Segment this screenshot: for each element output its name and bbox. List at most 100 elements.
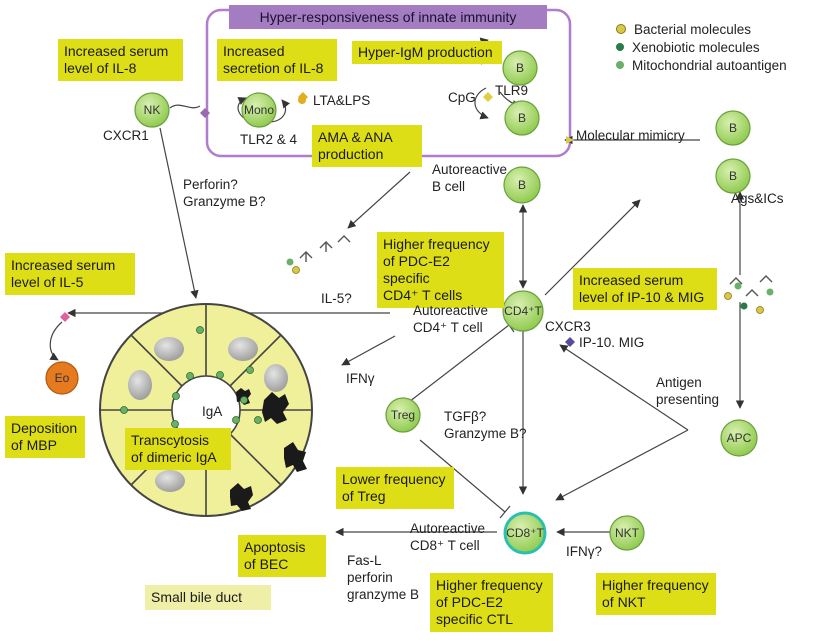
box-il5-serum: Increased serum level of IL-5 — [5, 253, 135, 295]
box-nkt-high: Higher frequency of NKT — [596, 573, 716, 615]
inhibit-cd4-treg — [404, 324, 510, 406]
label-iga: IgA — [202, 404, 223, 419]
box-mbp: Deposition of MBP — [5, 416, 85, 458]
legend-mito: Mitochondrial autoantigen — [616, 58, 787, 73]
box-ip10-mig: Increased serum level of IP-10 & MIG — [573, 268, 717, 310]
treg-cell: Treg — [385, 397, 421, 433]
box-il8-secretion: Increased secretion of IL-8 — [217, 39, 337, 81]
label-fasl-perforin: Fas-L perforin granzyme B — [347, 553, 420, 602]
cpg-molecule — [483, 92, 493, 102]
label-cxcr3: CXCR3 — [545, 319, 591, 334]
b-cell-top: B — [502, 50, 538, 86]
mimicry-arrowhead-decoration — [566, 136, 574, 144]
box-ama-ana: AMA & ANA production — [312, 125, 422, 167]
label-il5-q: IL-5? — [321, 291, 352, 306]
eosinophil-cell: Eo — [45, 361, 79, 395]
label-tgfb-granzyme: TGFβ? Granzyme B? — [444, 409, 527, 441]
label-autoreactive-cd4: Autoreactive CD4⁺ T cell — [413, 303, 489, 335]
apc-cell-body — [720, 419, 758, 457]
b-cell-mid-label: B — [518, 111, 526, 125]
box-il8-serum: Increased serum level of IL-8 — [58, 39, 183, 81]
b-cell-mid-body — [504, 100, 540, 136]
arrow-apc-to-cd4 — [559, 344, 689, 431]
nk-cell: NK — [134, 92, 170, 128]
inhibit-treg-cd8-bar — [499, 505, 511, 519]
label-molecular-mimicry: Molecular mimicry — [576, 128, 685, 143]
arrow-nk-to-duct — [159, 127, 199, 299]
box-pdc-ctl: Higher frequency of PDC-E2 specific CTL — [430, 573, 553, 632]
b-cell-right-2-label: B — [729, 169, 737, 183]
nk-cell-label: NK — [144, 103, 161, 117]
label-tlr9: TLR9 — [495, 83, 529, 98]
box-pdc-cd4: Higher frequency of PDC-E2 specific CD4⁺… — [377, 232, 504, 308]
legend-mito-dot — [616, 61, 624, 70]
mono-cell: Mono — [241, 92, 277, 128]
b-cell-right-2: B — [715, 158, 751, 194]
innate-immunity-banner: Hyper-responsiveness of innate immunity — [229, 5, 547, 29]
label-perforin-granzyme: Perforin? Granzyme B? — [183, 177, 266, 209]
lta-lps-molecule — [298, 92, 308, 102]
arrow-ifng — [341, 335, 396, 366]
autoreactive-b-cell: B — [503, 166, 541, 204]
b-cell-top-label: B — [516, 61, 524, 75]
ip10-molecule — [565, 337, 575, 347]
label-tlr24: TLR2 & 4 — [240, 132, 298, 147]
cd8-t-cell: CD8⁺T — [503, 511, 547, 555]
treg-cell-label: Treg — [391, 408, 415, 422]
nkt-cell: NKT — [609, 515, 645, 551]
box-transcytosis: Transcytosis of dimeric IgA — [125, 428, 231, 470]
nk-ligand — [200, 108, 210, 118]
label-cxcr1: CXCR1 — [103, 128, 149, 143]
b-cell-right-1-label: B — [729, 121, 737, 135]
b-loop-mid — [474, 87, 489, 120]
label-lta-lps: LTA&LPS — [313, 93, 371, 108]
b-cell-right-2-body — [715, 158, 751, 194]
nkt-cell-body — [609, 515, 645, 551]
label-ags-ics: Ags&ICs — [731, 191, 784, 206]
arrow-eo-loop — [49, 321, 63, 361]
cd4-t-cell-body — [502, 290, 544, 332]
nk-cell-body — [134, 92, 170, 128]
label-ifng: IFNγ — [346, 371, 375, 386]
inhibit-treg-cd8 — [419, 439, 506, 513]
legend-xenobiotic: Xenobiotic molecules — [616, 40, 760, 55]
legend-mito-label: Mitochondrial autoantigen — [632, 58, 787, 73]
legend-xenobiotic-dot — [616, 43, 624, 52]
autoreactive-b-cell-body — [503, 166, 541, 204]
box-treg-low: Lower frequency of Treg — [336, 467, 454, 509]
autoreactive-b-cell-label: B — [518, 178, 526, 192]
b-cell-top-body — [502, 50, 538, 86]
il5-molecule — [60, 312, 70, 322]
mono-cell-body — [241, 92, 277, 128]
label-antigen-presenting: Antigen presenting — [656, 375, 720, 407]
arrow-ama-to-duct — [347, 171, 411, 229]
b-cell-right-1: B — [715, 110, 751, 146]
apc-cell-label: APC — [727, 431, 752, 445]
box-hyper-igm: Hyper-IgM production — [352, 41, 502, 64]
cd4-t-cell-label: CD4⁺T — [504, 304, 542, 318]
apc-cell: APC — [720, 419, 758, 457]
antigen-cluster-left — [286, 235, 351, 274]
legend-bacterial-dot — [616, 24, 626, 35]
treg-cell-body — [385, 397, 421, 433]
label-autoreactive-cd8: Autoreactive CD8⁺ T cell — [410, 521, 486, 553]
nk-receptor-line — [169, 104, 201, 109]
label-ifng-q: IFNγ? — [566, 544, 603, 559]
mono-cell-label: Mono — [244, 103, 274, 117]
nkt-cell-label: NKT — [615, 526, 640, 540]
antigen-cluster-right — [724, 275, 774, 314]
label-cpg: CpG — [448, 90, 476, 105]
cd8-t-cell-label: CD8⁺T — [506, 526, 544, 540]
b-cell-mid: B — [504, 100, 540, 136]
label-autoreactive-b: Autoreactive B cell — [432, 162, 508, 194]
box-apoptosis: Apoptosis of BEC — [238, 535, 326, 577]
b-cell-right-1-body — [715, 110, 751, 146]
eosinophil-cell-label: Eo — [55, 371, 70, 385]
cd4-t-cell: CD4⁺T — [502, 290, 544, 332]
legend-bacterial-label: Bacterial molecules — [634, 22, 752, 37]
cd8-t-cell-body — [503, 511, 547, 555]
arrow-cd4-up-right — [544, 199, 641, 296]
box-small-bile-duct: Small bile duct — [145, 585, 271, 610]
legend-bacterial: Bacterial molecules — [616, 22, 751, 37]
legend-xenobiotic-label: Xenobiotic molecules — [632, 40, 760, 55]
